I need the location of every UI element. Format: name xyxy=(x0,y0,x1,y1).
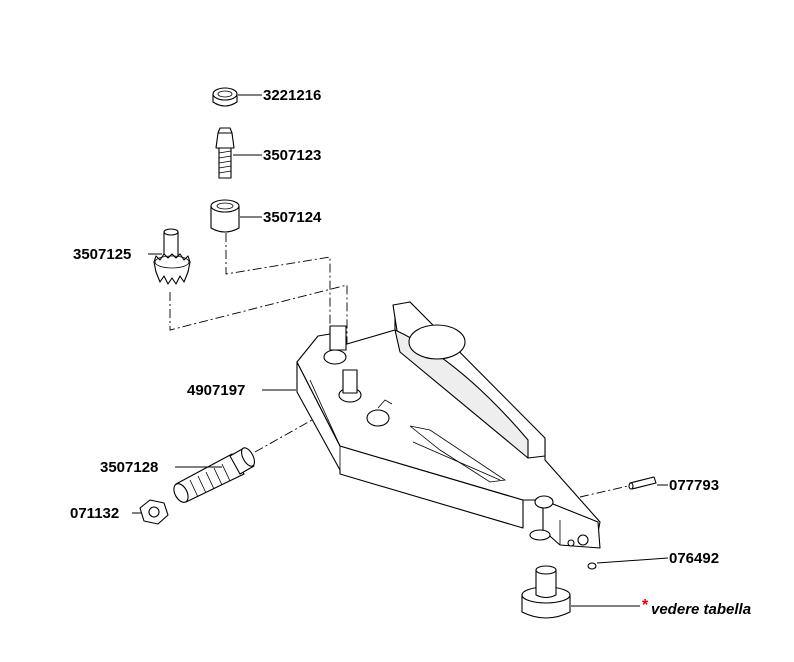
cap-part-3221216 xyxy=(212,87,238,107)
label-077793: 077793 xyxy=(669,477,719,494)
gear-part-3507125 xyxy=(153,228,191,285)
label-3507124: 3507124 xyxy=(263,209,322,226)
leader-lines xyxy=(132,94,669,607)
screw-part-3507123 xyxy=(215,127,235,179)
asterisk-mark: * xyxy=(642,597,649,614)
label-vedere-tabella: vedere tabella xyxy=(651,601,751,618)
label-3221216: 3221216 xyxy=(263,87,321,104)
main-body-part xyxy=(296,301,601,549)
bushing-part-3507124 xyxy=(210,199,240,233)
bolt-part-3507128 xyxy=(173,447,255,503)
part-labels: 3221216 3507123 3507124 3507125 4907197 … xyxy=(70,87,751,618)
label-3507125: 3507125 xyxy=(73,246,131,263)
setscrew-part-076492 xyxy=(587,562,597,570)
label-076492: 076492 xyxy=(669,550,719,567)
label-3507123: 3507123 xyxy=(263,147,321,164)
stepped-pin-part xyxy=(521,565,571,619)
nut-part-071132 xyxy=(139,499,169,525)
label-4907197: 4907197 xyxy=(187,382,245,399)
pin-part-077793 xyxy=(628,476,657,490)
assembly-lines xyxy=(169,233,629,498)
label-071132: 071132 xyxy=(70,505,119,522)
label-3507128: 3507128 xyxy=(100,459,158,476)
